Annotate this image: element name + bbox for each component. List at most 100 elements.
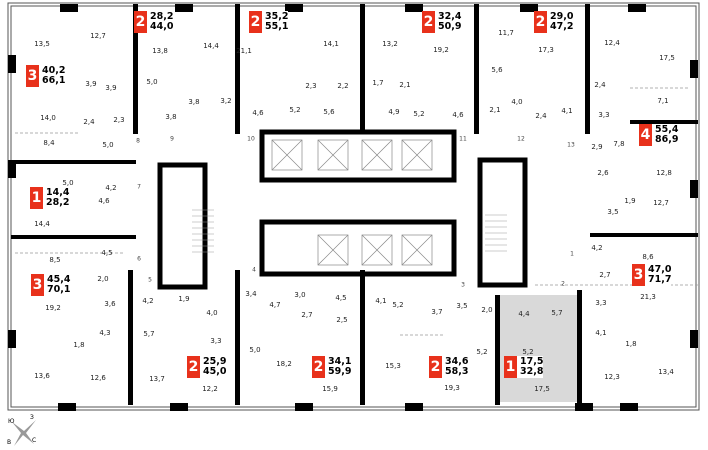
room-area-label: 19,2 bbox=[433, 46, 449, 54]
total-area: 32,8 bbox=[520, 366, 544, 377]
outer-glazing bbox=[7, 2, 700, 411]
room-area-label: 15,3 bbox=[385, 362, 401, 370]
room-area-label: 2,2 bbox=[337, 82, 349, 90]
total-area: 45,0 bbox=[203, 366, 227, 377]
room-area-label: 2,5 bbox=[336, 316, 348, 324]
room-area-label: 3,4 bbox=[245, 290, 257, 298]
room-area-label: 5,2 bbox=[392, 301, 404, 309]
room-area-label: 4,1 bbox=[561, 107, 573, 115]
room-area-label: 4,0 bbox=[511, 98, 523, 106]
room-count: 3 bbox=[26, 65, 39, 87]
room-area-label: 8,6 bbox=[642, 253, 654, 261]
total-area: 28,2 bbox=[46, 197, 70, 208]
room-area-label: 2,4 bbox=[83, 118, 95, 126]
room-area-label: 5,0 bbox=[62, 179, 74, 187]
room-area-label: 8,4 bbox=[43, 139, 55, 147]
walls bbox=[8, 4, 698, 411]
room-area-label: 4,5 bbox=[101, 249, 113, 257]
entrance-number: 11 bbox=[459, 135, 467, 143]
room-area-label: 2,9 bbox=[591, 143, 603, 151]
room-area-label: 5,0 bbox=[249, 346, 261, 354]
room-area-label: 5,2 bbox=[413, 110, 425, 118]
room-area-label: 2,1 bbox=[489, 106, 501, 114]
room-area-label: 14,0 bbox=[40, 114, 56, 122]
room-area-label: 2,7 bbox=[301, 311, 313, 319]
room-area-label: 4,9 bbox=[388, 108, 400, 116]
room-area-label: 2,1 bbox=[399, 81, 411, 89]
room-area-label: 5,2 bbox=[289, 106, 301, 114]
room-area-label: 2,4 bbox=[535, 112, 547, 120]
entrance-number: 10 bbox=[247, 135, 255, 143]
highlighted-apartment[interactable] bbox=[499, 295, 577, 402]
living-area: 55,4 bbox=[655, 124, 679, 135]
room-area-label: 4,3 bbox=[99, 329, 111, 337]
compass-north: З bbox=[30, 414, 34, 421]
building-core bbox=[157, 129, 528, 290]
room-area-label: 13,8 bbox=[152, 47, 168, 55]
room-area-label: 5,2 bbox=[522, 348, 534, 356]
room-area-label: 21,1 bbox=[236, 47, 252, 55]
compass-rose: Ю З В С bbox=[7, 414, 40, 448]
living-area: 29,0 bbox=[550, 11, 574, 22]
room-area-label: 4,7 bbox=[269, 301, 281, 309]
room-area-label: 5,6 bbox=[323, 108, 335, 116]
entrance-number: 7 bbox=[137, 183, 141, 191]
room-area-label: 14,1 bbox=[323, 40, 339, 48]
living-area: 45,4 bbox=[47, 274, 71, 285]
room-area-label: 8,5 bbox=[49, 256, 61, 264]
room-area-label: 7,8 bbox=[613, 140, 625, 148]
room-count: 2 bbox=[187, 356, 200, 378]
room-count: 2 bbox=[429, 356, 442, 378]
room-area-label: 4,1 bbox=[595, 329, 607, 337]
room-area-label: 13,7 bbox=[149, 375, 165, 383]
room-area-label: 11,7 bbox=[498, 29, 514, 37]
room-count: 2 bbox=[534, 11, 547, 33]
room-area-label: 3,9 bbox=[85, 80, 97, 88]
total-area: 70,1 bbox=[47, 284, 71, 295]
room-area-label: 1,9 bbox=[178, 295, 190, 303]
living-area: 14,4 bbox=[46, 187, 70, 198]
room-area-label: 14,4 bbox=[203, 42, 219, 50]
room-area-label: 5,7 bbox=[551, 309, 563, 317]
room-area-label: 21,3 bbox=[640, 293, 656, 301]
room-area-label: 5,7 bbox=[143, 330, 155, 338]
room-area-label: 2,0 bbox=[97, 275, 109, 283]
entrance-number: 4 bbox=[252, 266, 256, 274]
room-area-label: 4,4 bbox=[518, 310, 530, 318]
room-area-label: 4,2 bbox=[105, 184, 117, 192]
zone-dividers bbox=[15, 87, 700, 336]
room-count: 2 bbox=[249, 11, 262, 33]
entrance-number: 13 bbox=[567, 141, 575, 149]
compass-west: Ю bbox=[8, 418, 15, 425]
room-area-label: 12,2 bbox=[202, 385, 218, 393]
room-area-label: 4,6 bbox=[98, 197, 110, 205]
room-area-label: 1,8 bbox=[73, 341, 85, 349]
living-area: 32,4 bbox=[438, 11, 462, 22]
entrance-number: 9 bbox=[170, 135, 174, 143]
room-area-label: 15,9 bbox=[322, 385, 338, 393]
living-area: 28,2 bbox=[150, 11, 174, 22]
room-area-label: 3,3 bbox=[598, 111, 610, 119]
room-area-label: 3,9 bbox=[105, 84, 117, 92]
room-count: 2 bbox=[134, 11, 147, 33]
total-area: 86,9 bbox=[655, 134, 679, 145]
room-area-label: 3,8 bbox=[165, 113, 177, 121]
room-area-label: 3,3 bbox=[210, 337, 222, 345]
room-area-label: 17,5 bbox=[534, 385, 550, 393]
stairs bbox=[192, 209, 507, 253]
total-area: 58,3 bbox=[445, 366, 469, 377]
